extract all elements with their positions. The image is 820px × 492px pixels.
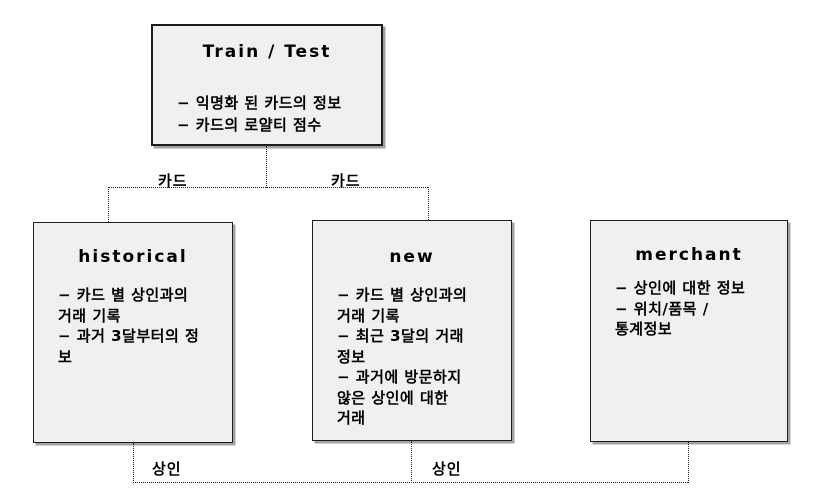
merchant-body: − 상인에 대한 정보 − 위치/품목 / 통계정보 (591, 278, 787, 340)
bullet-line: 않은 상인에 대한 (337, 388, 449, 407)
bullet-line: 정보 (337, 347, 366, 366)
edge-label-merchant-right: 상인 (432, 460, 462, 478)
connector-historical-drop-line (133, 443, 134, 483)
merchant-title: merchant (635, 245, 743, 265)
edge-label-merchant-left: 상인 (152, 460, 182, 478)
bullet-line: − 상인에 대한 정보 (615, 279, 746, 297)
connector-card-right-drop-line (428, 187, 429, 220)
connector-train-down-line (266, 146, 267, 188)
bullet-line: − 과거 3달부터의 정 (58, 327, 200, 345)
bullet-line: − 과거에 방문하지 (337, 368, 462, 386)
bullet-line: 거래 (337, 409, 366, 427)
train-test-box: Train / Test − 익명화 된 카드의 정보 − 카드의 로얄티 점수 (151, 24, 383, 146)
historical-title: historical (78, 247, 188, 267)
edge-label-card-left: 카드 (158, 172, 188, 190)
connector-card-left-drop-line (108, 187, 109, 222)
bullet-line: − 익명화 된 카드의 정보 (177, 94, 342, 112)
bullet-line: 거래 기록 (337, 306, 400, 325)
bullet-line: − 위치/품목 / (615, 299, 709, 318)
new-body: − 카드 별 상인과의 거래 기록 − 최근 3달의 거래 정보 − 과거에 방… (313, 285, 511, 429)
bullet-line: 보 (58, 347, 73, 366)
bullet-line: 거래 기록 (58, 306, 121, 325)
edge-label-card-right: 카드 (331, 172, 361, 190)
bullet-line: − 카드 별 상인과의 (337, 286, 468, 304)
historical-body: − 카드 별 상인과의 거래 기록 − 과거 3달부터의 정 보 (34, 285, 232, 367)
connector-new-drop-line (411, 441, 412, 483)
connector-merchant-drop-line (688, 442, 689, 483)
bullet-line: − 최근 3달의 거래 (337, 327, 464, 345)
train-test-title: Train / Test (202, 42, 332, 62)
connector-card-horizontal-line (108, 187, 428, 188)
bullet-line: − 카드 별 상인과의 (58, 286, 189, 304)
connector-merchant-horizontal-line (133, 482, 688, 483)
historical-box: historical − 카드 별 상인과의 거래 기록 − 과거 3달부터의 … (33, 222, 233, 443)
bullet-line: 통계정보 (615, 320, 673, 338)
new-box: new − 카드 별 상인과의 거래 기록 − 최근 3달의 거래 정보 − 과… (312, 220, 512, 441)
bullet-line: − 카드의 로얄티 점수 (177, 116, 322, 134)
merchant-box: merchant − 상인에 대한 정보 − 위치/품목 / 통계정보 (590, 220, 788, 442)
new-title: new (389, 247, 435, 267)
train-test-body: − 익명화 된 카드의 정보 − 카드의 로얄티 점수 (153, 92, 381, 136)
